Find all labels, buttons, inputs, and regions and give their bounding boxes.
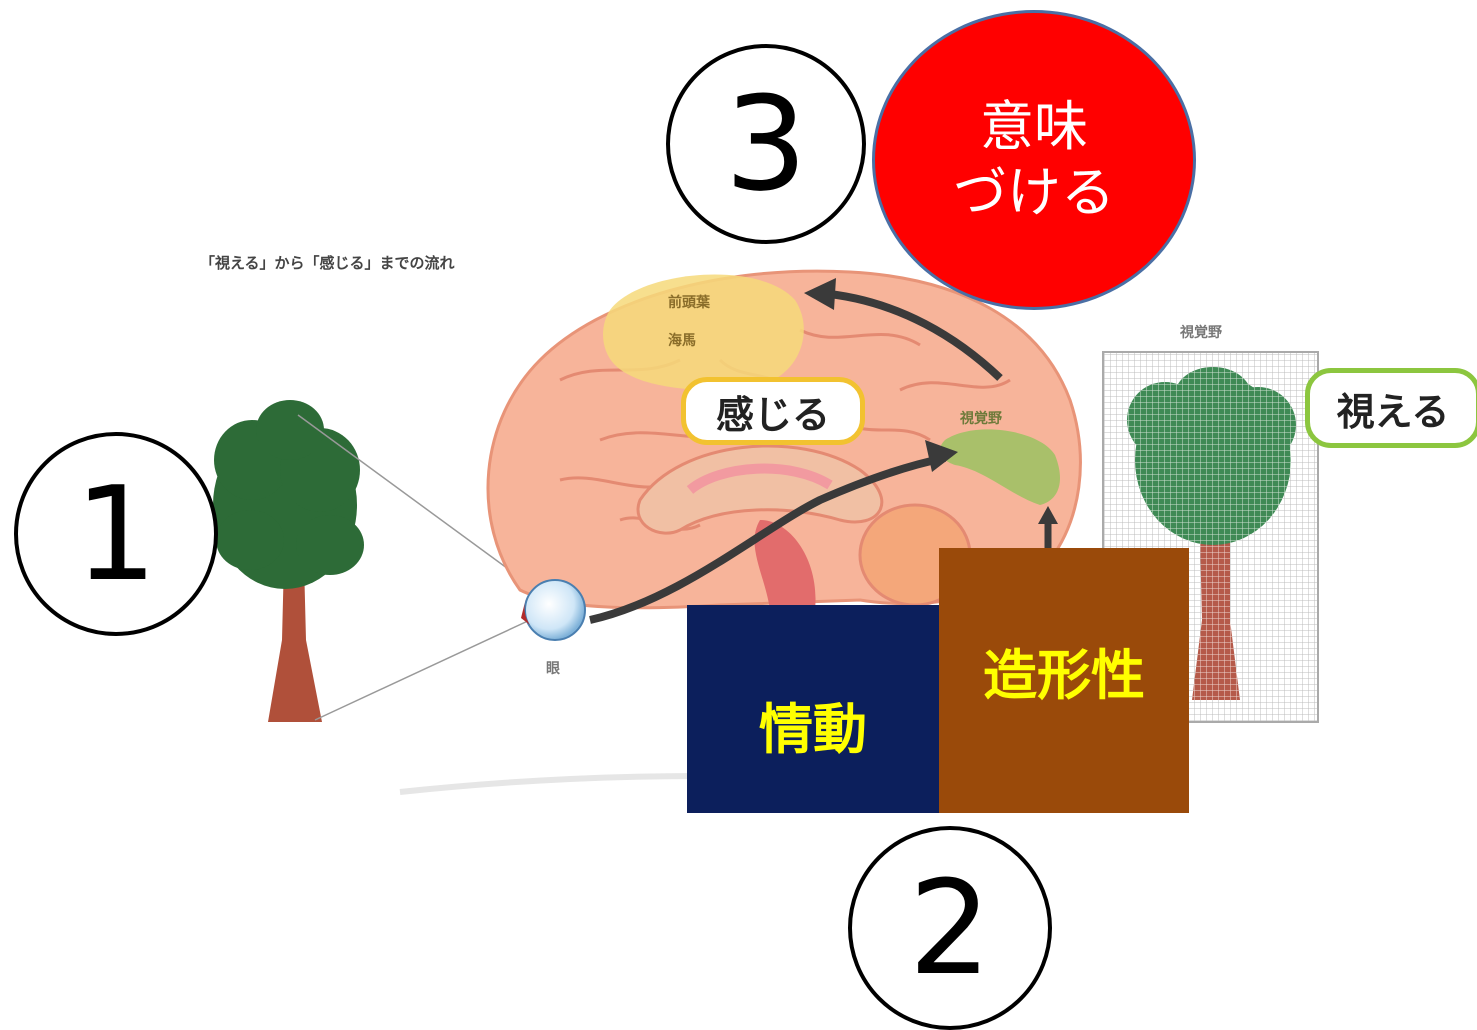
diagram-caption: 「視える」から「感じる」までの流れ [200, 254, 455, 272]
arrow-cortex-to-frontal [819, 289, 1003, 381]
feel-label-text: 感じる [715, 392, 830, 437]
sight-line-bottom [314, 619, 531, 721]
meaning-circle: 意味 づける [872, 10, 1196, 310]
prefrontal-label-1: 前頭葉 [668, 295, 710, 311]
pixelated-tree-icon [1127, 367, 1296, 700]
tree-icon [213, 400, 364, 722]
arrow-head-cortex [925, 440, 958, 472]
emotion-label: 情動 [759, 697, 867, 761]
marker-one-digit: 1 [74, 458, 158, 610]
see-label-text: 視える [1336, 389, 1450, 434]
arrow-eye-to-cortex [589, 454, 946, 624]
marker-three: ③ 3 [666, 44, 866, 244]
visual-panel-label: 視覚野 [1180, 325, 1222, 341]
arrow-head-frontal [804, 278, 836, 310]
eye-label: 眼 [546, 661, 560, 677]
marker-two-digit: 2 [908, 852, 992, 1004]
visual-cortex-label: 視覚野 [960, 411, 1002, 427]
form-label: 造形性 [983, 644, 1145, 707]
marker-one: ① 1 [14, 432, 218, 636]
sight-line-top [297, 414, 531, 586]
see-label: 視える [1305, 368, 1477, 448]
feel-label: 感じる [681, 377, 865, 445]
form-box: 造形性 [939, 548, 1189, 813]
meaning-line-1: 意味 [980, 95, 1088, 159]
prefrontal-label-2: 海馬 [668, 333, 696, 349]
meaning-line-2: づける [953, 161, 1115, 224]
marker-three-digit: 3 [724, 68, 808, 220]
emotion-box: 情動 [687, 605, 939, 813]
marker-two: ② 2 [848, 826, 1052, 1030]
eye-icon [521, 579, 586, 641]
